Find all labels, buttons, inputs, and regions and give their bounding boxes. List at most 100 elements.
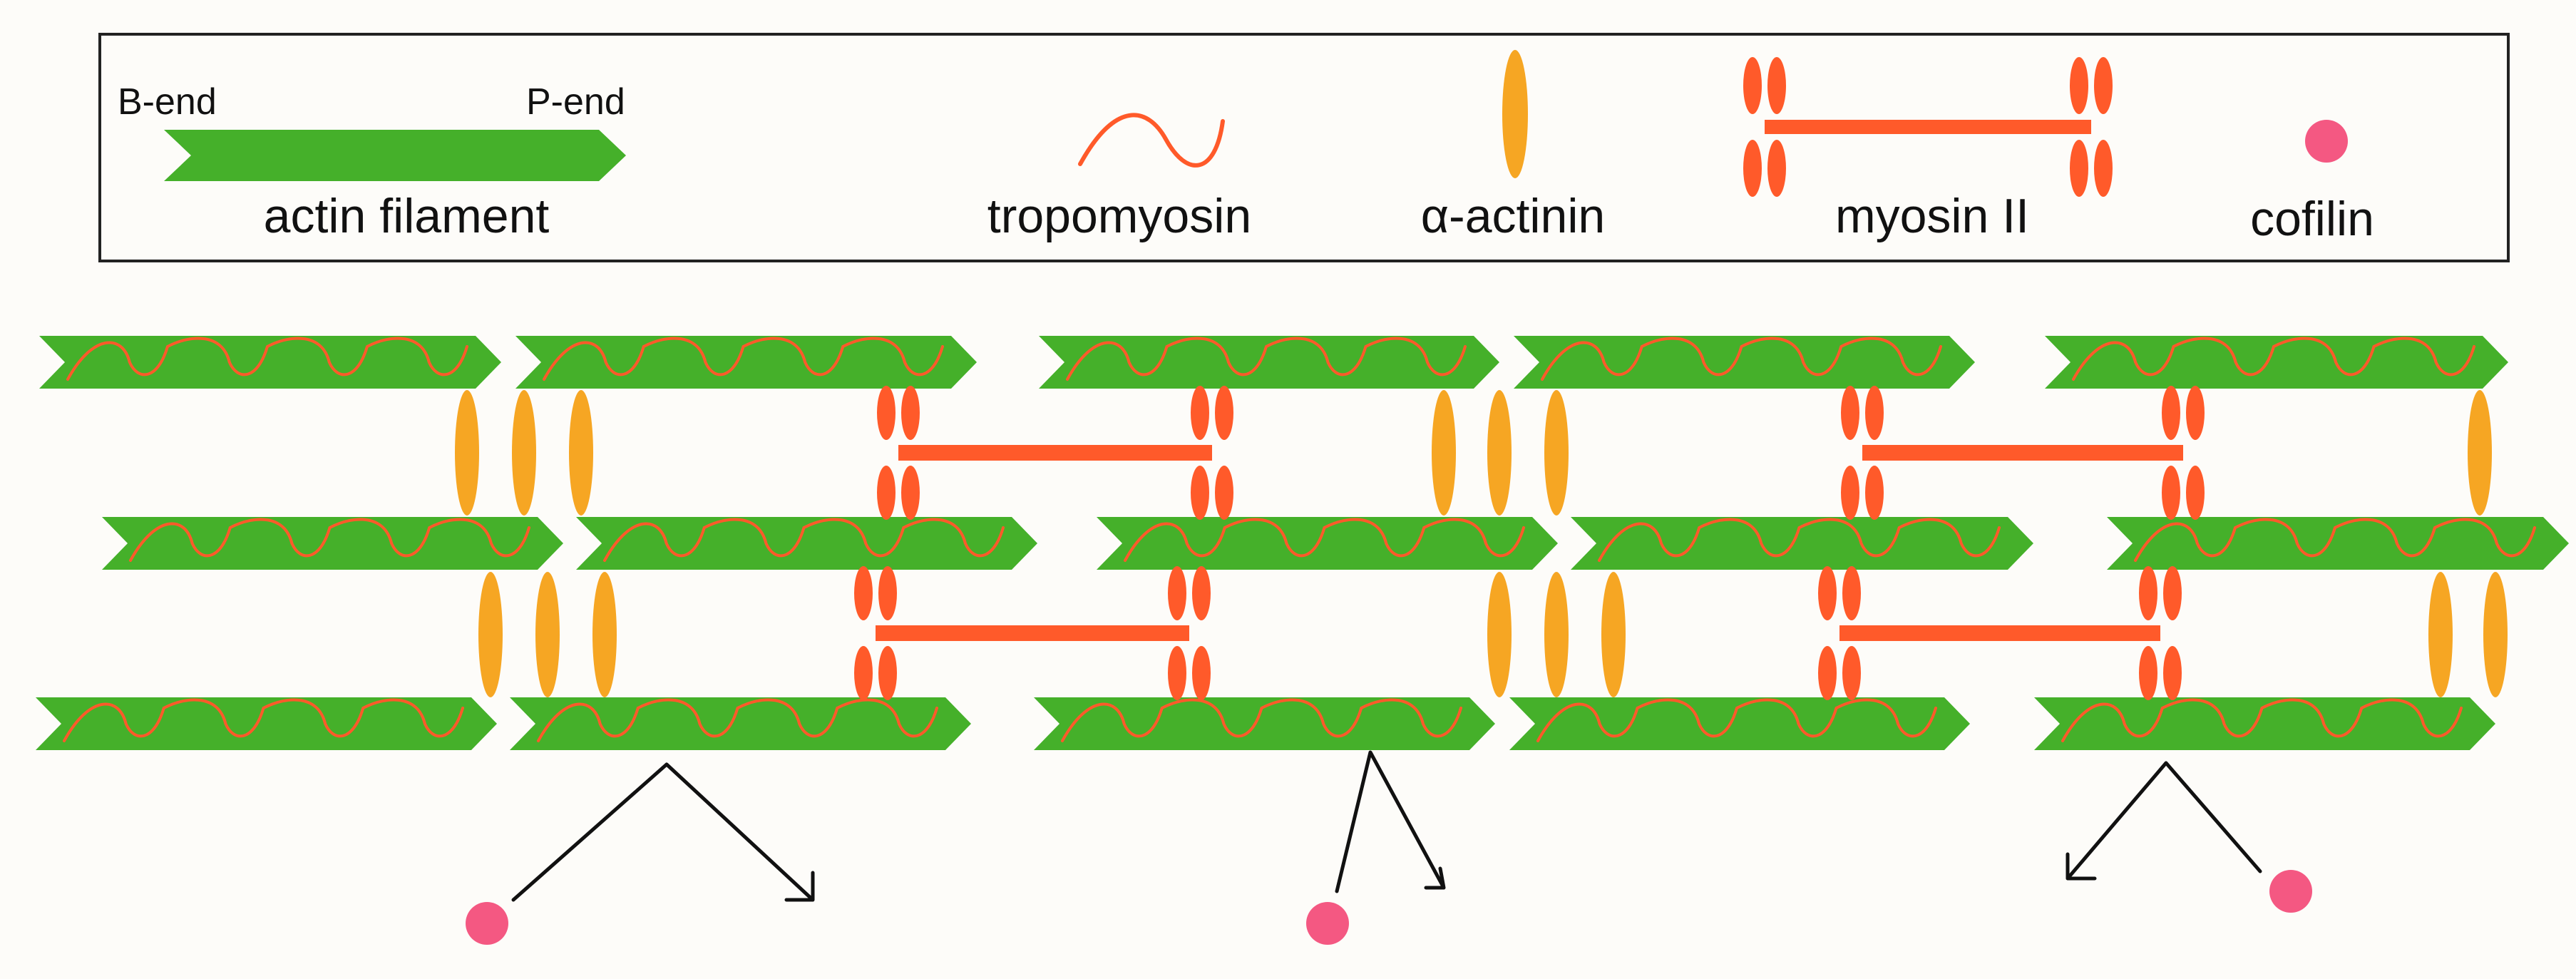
myosin-head bbox=[2163, 646, 2182, 700]
actin-filament bbox=[1509, 697, 1970, 750]
tropomyosin-strand bbox=[66, 337, 468, 381]
actin-filament-body bbox=[164, 130, 626, 181]
myosin-head bbox=[1842, 646, 1861, 700]
actin-filament-body bbox=[515, 336, 977, 389]
actin-filament-body bbox=[1571, 517, 2033, 570]
alpha-actinin bbox=[455, 390, 479, 516]
actin-filament-body bbox=[1034, 697, 1495, 750]
actin-filament-body bbox=[576, 517, 1037, 570]
myosin-head bbox=[2186, 466, 2205, 520]
tropomyosin-strand bbox=[2134, 518, 2536, 562]
alpha-actinin bbox=[2468, 390, 2492, 516]
myosin-ii bbox=[877, 386, 1233, 520]
actin-filament-body bbox=[2107, 517, 2569, 570]
tropomyosin-strand bbox=[603, 518, 1005, 562]
myosin-head bbox=[2139, 566, 2157, 620]
myosin-tail bbox=[898, 445, 1212, 461]
myosin-ii bbox=[1743, 57, 2113, 197]
legend-actin-label: actin filament bbox=[264, 189, 550, 243]
myosin-head bbox=[877, 466, 896, 520]
tropomyosin-strand bbox=[537, 698, 938, 742]
legend: B-end P-end actin filament tropomyosin α… bbox=[98, 33, 2510, 262]
actin-filament-body bbox=[2045, 336, 2508, 389]
alpha-actinin bbox=[2483, 572, 2508, 697]
myosin-head bbox=[2162, 386, 2180, 440]
myosin-head bbox=[2094, 57, 2113, 114]
legend-cofilin-symbol bbox=[2305, 120, 2348, 163]
myosin-head bbox=[1743, 140, 1762, 197]
tropomyosin-strand bbox=[1536, 698, 1937, 742]
myosin-ii bbox=[854, 566, 1211, 700]
myosin-head bbox=[878, 566, 897, 620]
myosin-head bbox=[1842, 566, 1861, 620]
tropomyosin-strand bbox=[63, 698, 464, 742]
actin-filament bbox=[2045, 336, 2508, 389]
actin-filament bbox=[2034, 697, 2495, 750]
myosin-head bbox=[854, 566, 873, 620]
actin-filament-body bbox=[1097, 517, 1558, 570]
legend-myosin-symbol bbox=[1743, 57, 2113, 197]
actin-filament bbox=[36, 697, 497, 750]
myosin-head bbox=[2094, 140, 2113, 197]
tropomyosin-strand bbox=[1541, 337, 1942, 381]
actin-filament-body bbox=[2034, 697, 2495, 750]
myosin-ii bbox=[1841, 386, 2205, 520]
tropomyosin-strand bbox=[1061, 698, 1462, 742]
myosin-head bbox=[877, 386, 896, 440]
myosin-head bbox=[2139, 646, 2157, 700]
myosin-tail bbox=[1765, 120, 2091, 134]
myosin-head bbox=[901, 466, 920, 520]
tropomyosin-strand bbox=[2072, 337, 2475, 381]
legend-p-end-label: P-end bbox=[526, 81, 625, 123]
myosin-head bbox=[1168, 646, 1186, 700]
tropomyosin-strand bbox=[129, 518, 530, 562]
myosin-head bbox=[1192, 566, 1211, 620]
legend-actin-filament bbox=[164, 130, 626, 181]
actin-filament bbox=[39, 336, 501, 389]
myosin-head bbox=[1743, 57, 1762, 114]
alpha-actinin bbox=[478, 572, 503, 697]
cofilin-molecule bbox=[2269, 870, 2312, 913]
alpha-actinin bbox=[592, 572, 617, 697]
cofilin-molecule bbox=[1306, 902, 1349, 945]
tropomyosin-strand bbox=[1598, 518, 2001, 562]
myosin-head bbox=[1168, 566, 1186, 620]
myosin-head bbox=[901, 386, 920, 440]
legend-alpha-actinin-symbol bbox=[1502, 50, 1528, 178]
tropomyosin-strand bbox=[2061, 698, 2463, 742]
myosin-head bbox=[1767, 57, 1786, 114]
actin-filament-body bbox=[102, 517, 563, 570]
actin-filament bbox=[1034, 697, 1495, 750]
myosin-head bbox=[1215, 386, 1233, 440]
legend-tropomyosin-label: tropomyosin bbox=[987, 189, 1251, 243]
myosin-head bbox=[1767, 140, 1786, 197]
alpha-actinin-layer bbox=[455, 390, 2508, 697]
myosin-layer bbox=[854, 386, 2205, 700]
legend-frame bbox=[98, 33, 2510, 262]
myosin-tail bbox=[876, 625, 1189, 641]
legend-myosin-label: myosin II bbox=[1835, 189, 2029, 243]
myosin-head bbox=[1865, 386, 1884, 440]
alpha-actinin bbox=[1544, 390, 1569, 516]
myosin-head bbox=[1865, 466, 1884, 520]
myosin-head bbox=[2163, 566, 2182, 620]
myosin-head bbox=[1841, 466, 1859, 520]
legend-b-end-label: B-end bbox=[118, 81, 217, 123]
alpha-actinin bbox=[1432, 390, 1456, 516]
actin-filament bbox=[1514, 336, 1975, 389]
actin-filament bbox=[2107, 517, 2569, 570]
severing-arrow-right bbox=[2066, 761, 2262, 881]
tropomyosin-strand bbox=[543, 337, 944, 381]
cofilin-severing-events bbox=[511, 750, 2262, 902]
myosin-head bbox=[1841, 386, 1859, 440]
myosin-head bbox=[1818, 566, 1837, 620]
alpha-actinin bbox=[1544, 572, 1569, 697]
myosin-head bbox=[1215, 466, 1233, 520]
actin-filaments-layer bbox=[36, 336, 2569, 750]
myosin-head bbox=[1818, 646, 1837, 700]
myosin-head bbox=[854, 646, 873, 700]
actin-filament-body bbox=[1039, 336, 1499, 389]
myosin-head bbox=[2162, 466, 2180, 520]
myosin-tail bbox=[1862, 445, 2183, 461]
